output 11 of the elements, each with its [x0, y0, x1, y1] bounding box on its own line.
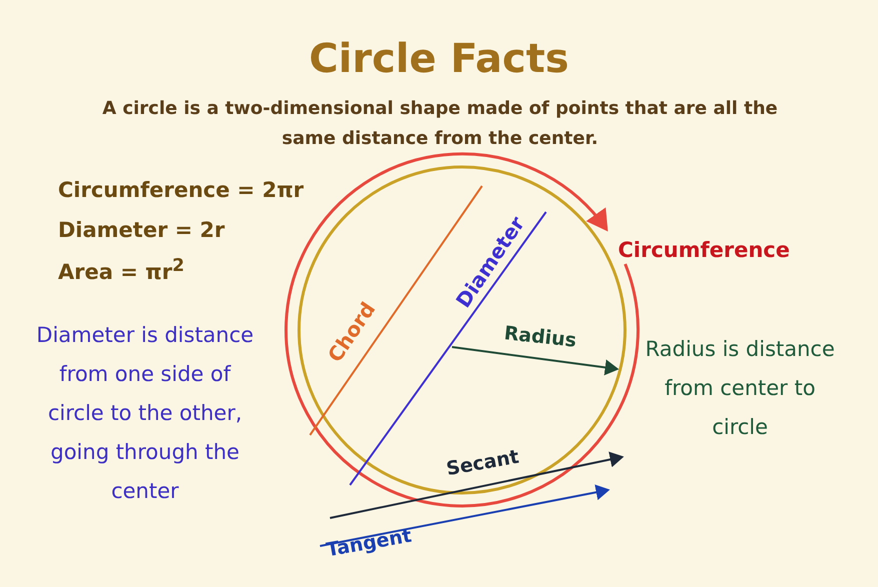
tangent-label: Tangent	[324, 524, 414, 562]
radius-label: Radius	[503, 322, 578, 352]
radius-note: Radius is distance from center to circle	[644, 336, 836, 441]
secant-label: Secant	[444, 446, 521, 480]
diameter-note: Diameter is distance from one side of circle to the other, going through the center	[35, 322, 255, 505]
title: Circle Facts	[308, 36, 570, 82]
circumference-label: Circumference	[618, 238, 790, 262]
subtitle: A circle is a two-dimensional shape made of points that are all the same distance from the center.	[101, 97, 779, 151]
formula-text: Circumference = 2πr	[58, 178, 304, 202]
formula-text: Area = πr$^{2}$	[58, 256, 184, 284]
formula-text: Diameter = 2r	[58, 218, 225, 242]
